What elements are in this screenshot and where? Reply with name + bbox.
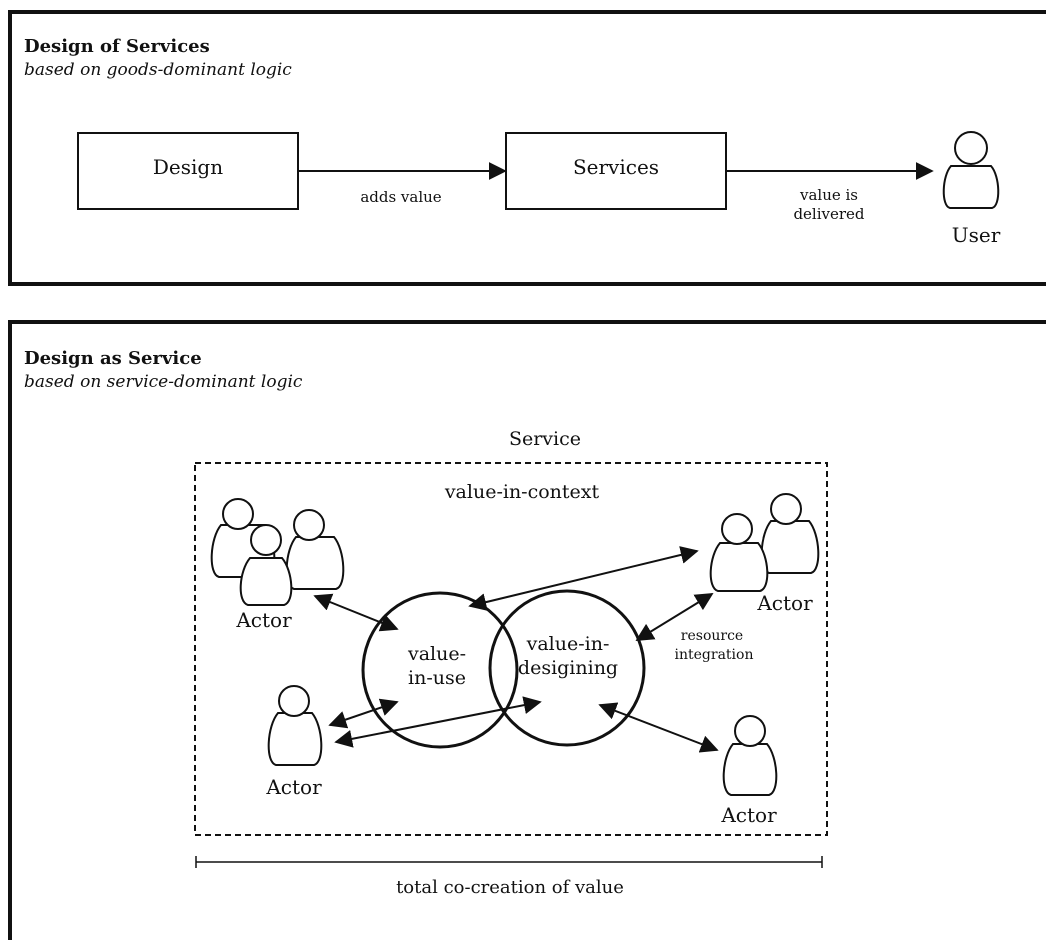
cocreation-span [195, 856, 823, 868]
actor-group-top-right-icon [709, 493, 820, 592]
value-in-designing-line1: value-in- [526, 633, 610, 655]
actor-top-left-label: Actor [235, 608, 292, 632]
arrow-bottomleft-actor-to-designing [334, 696, 542, 748]
service-boundary [194, 462, 828, 836]
actor-bottom-left-icon [267, 685, 323, 766]
user-label: User [952, 223, 1001, 247]
value-in-designing-line2: desigining [518, 657, 618, 679]
cocreation-label: total co-creation of value [396, 877, 624, 898]
panel-design-as-service [8, 320, 1046, 940]
services-box-label: Services [573, 155, 659, 179]
actor-bottom-left-label: Actor [265, 775, 322, 799]
value-delivered-label-line1: value is [799, 186, 858, 204]
value-in-context-label: value-in-context [444, 481, 600, 503]
value-in-use-line1: value- [407, 643, 466, 665]
value-in-use-line2: in-use [408, 667, 466, 689]
arrow-bottomleft-actor-to-use [328, 698, 399, 729]
value-delivered-label-line2: delivered [793, 205, 864, 223]
arrow-designing-to-topright-actor [635, 593, 714, 641]
arrow-designing-to-bottomright-actor [598, 702, 719, 753]
top-panel-subtitle: based on goods-dominant logic [24, 60, 292, 80]
service-label: Service [509, 428, 581, 450]
bottom-panel-subtitle: based on service-dominant logic [24, 372, 303, 392]
user-icon [942, 131, 1000, 209]
resource-integration-line2: integration [675, 647, 754, 663]
actor-group-top-left-icon [210, 498, 345, 606]
arrow-topleft-actor-to-use [313, 593, 399, 632]
resource-integration-line1: resource [681, 628, 743, 644]
top-panel-title: Design of Services [24, 36, 210, 57]
panel-design-of-services [8, 10, 1046, 286]
design-box-label: Design [153, 155, 223, 179]
actor-bottom-right-icon [722, 715, 778, 796]
actor-bottom-right-label: Actor [720, 803, 777, 827]
bottom-panel-title: Design as Service [24, 348, 202, 369]
adds-value-label: adds value [360, 188, 441, 206]
arrow-use-to-topright-actor [468, 546, 699, 611]
actor-top-right-label: Actor [756, 591, 813, 615]
